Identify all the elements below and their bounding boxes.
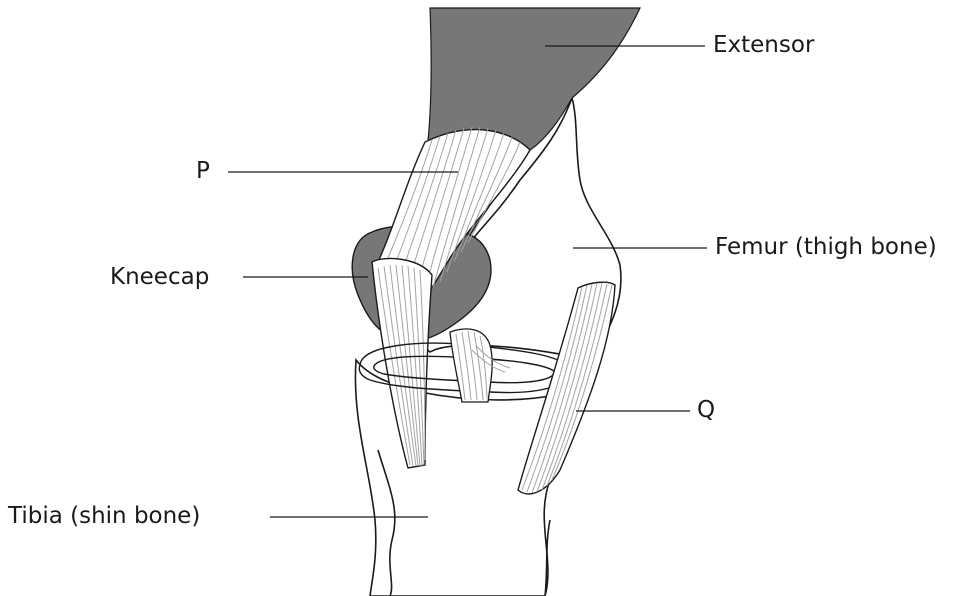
- label-extensor: Extensor: [713, 34, 814, 57]
- label-femur: Femur (thigh bone): [715, 236, 937, 259]
- label-kneecap: Kneecap: [110, 266, 209, 289]
- label-tibia: Tibia (shin bone): [8, 505, 200, 528]
- label-p: P: [196, 160, 210, 183]
- label-q: Q: [697, 399, 715, 422]
